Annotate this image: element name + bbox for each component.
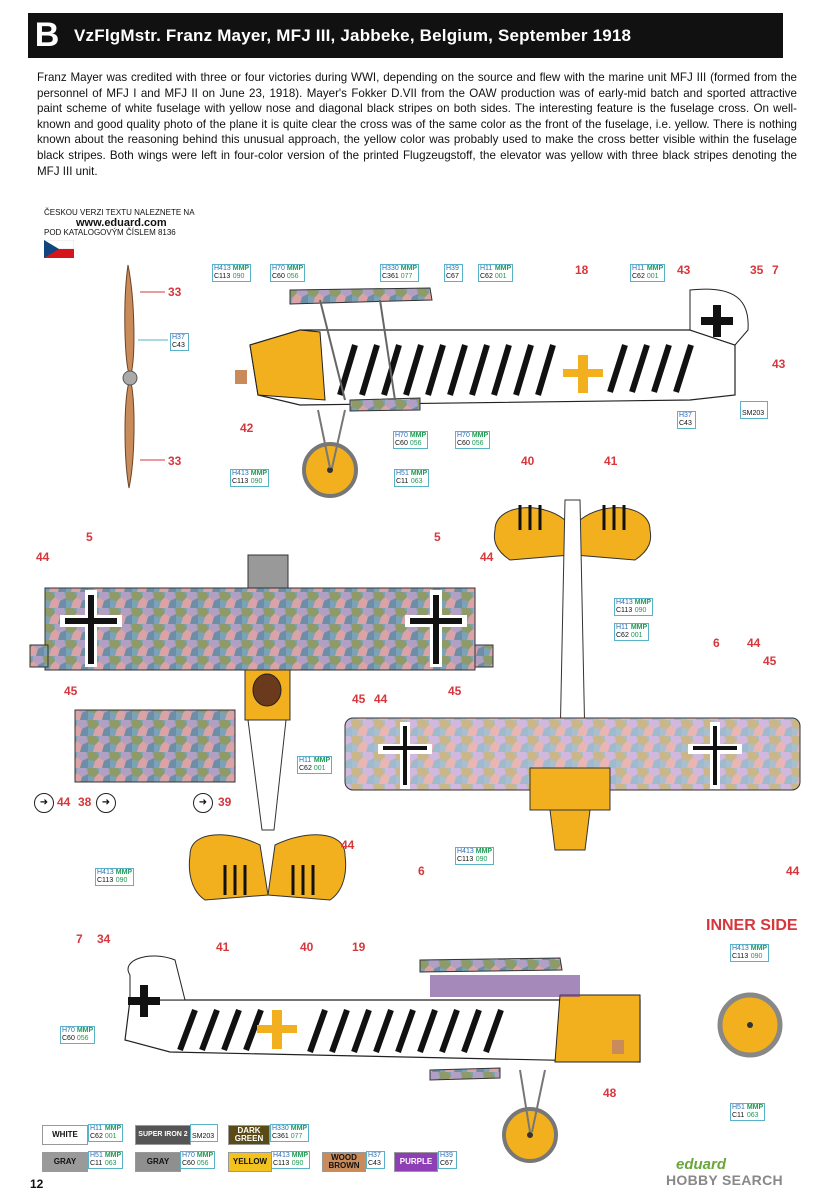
callout-number: 44 — [480, 550, 494, 564]
profile-title: VzFlgMstr. Franz Mayer, MFJ III, Jabbeke… — [74, 25, 632, 45]
title-bar: B VzFlgMstr. Franz Mayer, MFJ III, Jabbe… — [28, 13, 783, 58]
callout-number: 40 — [521, 454, 535, 468]
callout-number: 48 — [603, 1086, 617, 1100]
callout-number: 44 — [374, 692, 388, 706]
callout-number: 6 — [418, 864, 425, 878]
intro-text: Franz Mayer was credited with three or f… — [37, 71, 797, 178]
czech-flag-icon — [44, 240, 74, 258]
czech-note: ČESKOU VERZI TEXTU NALEZNETE NA www.edua… — [42, 208, 242, 238]
arrow-right-icon: ➜ — [193, 793, 213, 813]
legend-swatch: WHITE — [42, 1125, 88, 1145]
callout-number: 40 — [300, 940, 314, 954]
callout-number: 44 — [36, 550, 50, 564]
callout-number: 6 — [713, 636, 720, 650]
callout-number: 35 — [750, 263, 764, 277]
callout-number: 43 — [677, 263, 691, 277]
brand-logo: eduard — [676, 1156, 727, 1173]
side-view-left — [235, 287, 749, 498]
bottom-view — [344, 499, 801, 851]
callout-number: 18 — [575, 263, 589, 277]
callout-number: 45 — [352, 692, 366, 706]
callout-number: 33 — [168, 285, 182, 299]
callout-number: 33 — [168, 454, 182, 468]
callout-number: 45 — [763, 654, 777, 668]
watermark: HOBBY SEARCH — [666, 1172, 783, 1188]
czech-url: www.eduard.com — [76, 217, 167, 229]
callout-number: 42 — [240, 421, 254, 435]
inner-side-wheel — [717, 992, 783, 1058]
callout-number: 44 — [341, 838, 355, 852]
profile-letter: B — [34, 16, 60, 54]
legend-swatch: GRAY — [42, 1152, 88, 1172]
callout-number: 45 — [64, 684, 78, 698]
legend-code: SM203 — [190, 1124, 219, 1142]
czech-line-2: POD KATALOGOVÝM ČÍSLEM 8136 — [44, 228, 176, 237]
callout-number: 43 — [772, 357, 786, 371]
page-number: 12 — [30, 1177, 44, 1191]
legend-swatch: YELLOW — [228, 1152, 272, 1172]
callout-number: 7 — [772, 263, 779, 277]
arrow-right-icon: ➜ — [96, 793, 116, 813]
callout-number: 41 — [216, 940, 230, 954]
callout-number: 44 — [57, 795, 71, 809]
top-view — [29, 554, 494, 901]
arrow-right-icon: ➜ — [34, 793, 54, 813]
callout-number: 44 — [747, 636, 761, 650]
callout-number: 45 — [448, 684, 462, 698]
legend-swatch: GRAY — [135, 1152, 181, 1172]
callout-number: 7 — [76, 932, 83, 946]
legend-swatch: SUPER IRON 2 — [135, 1125, 191, 1145]
callout-number: 41 — [604, 454, 618, 468]
callout-number: 5 — [434, 530, 441, 544]
callout-number: 39 — [218, 795, 232, 809]
propeller — [122, 264, 168, 489]
callout-number: 34 — [97, 932, 111, 946]
inner-side-label: INNER SIDE — [706, 917, 798, 934]
legend-swatch: PURPLE — [394, 1152, 438, 1172]
callout-number: 19 — [352, 940, 366, 954]
legend-swatch: WOOD BROWN — [322, 1152, 366, 1172]
callout-number: 5 — [86, 530, 93, 544]
callout-number: 38 — [78, 795, 92, 809]
legend-swatch: DARK GREEN — [228, 1125, 270, 1145]
color-code-tag: SM203 — [740, 401, 769, 419]
side-view-right — [124, 955, 641, 1163]
callout-number: 44 — [786, 864, 800, 878]
czech-line-1: ČESKOU VERZI TEXTU NALEZNETE NA — [44, 208, 195, 217]
